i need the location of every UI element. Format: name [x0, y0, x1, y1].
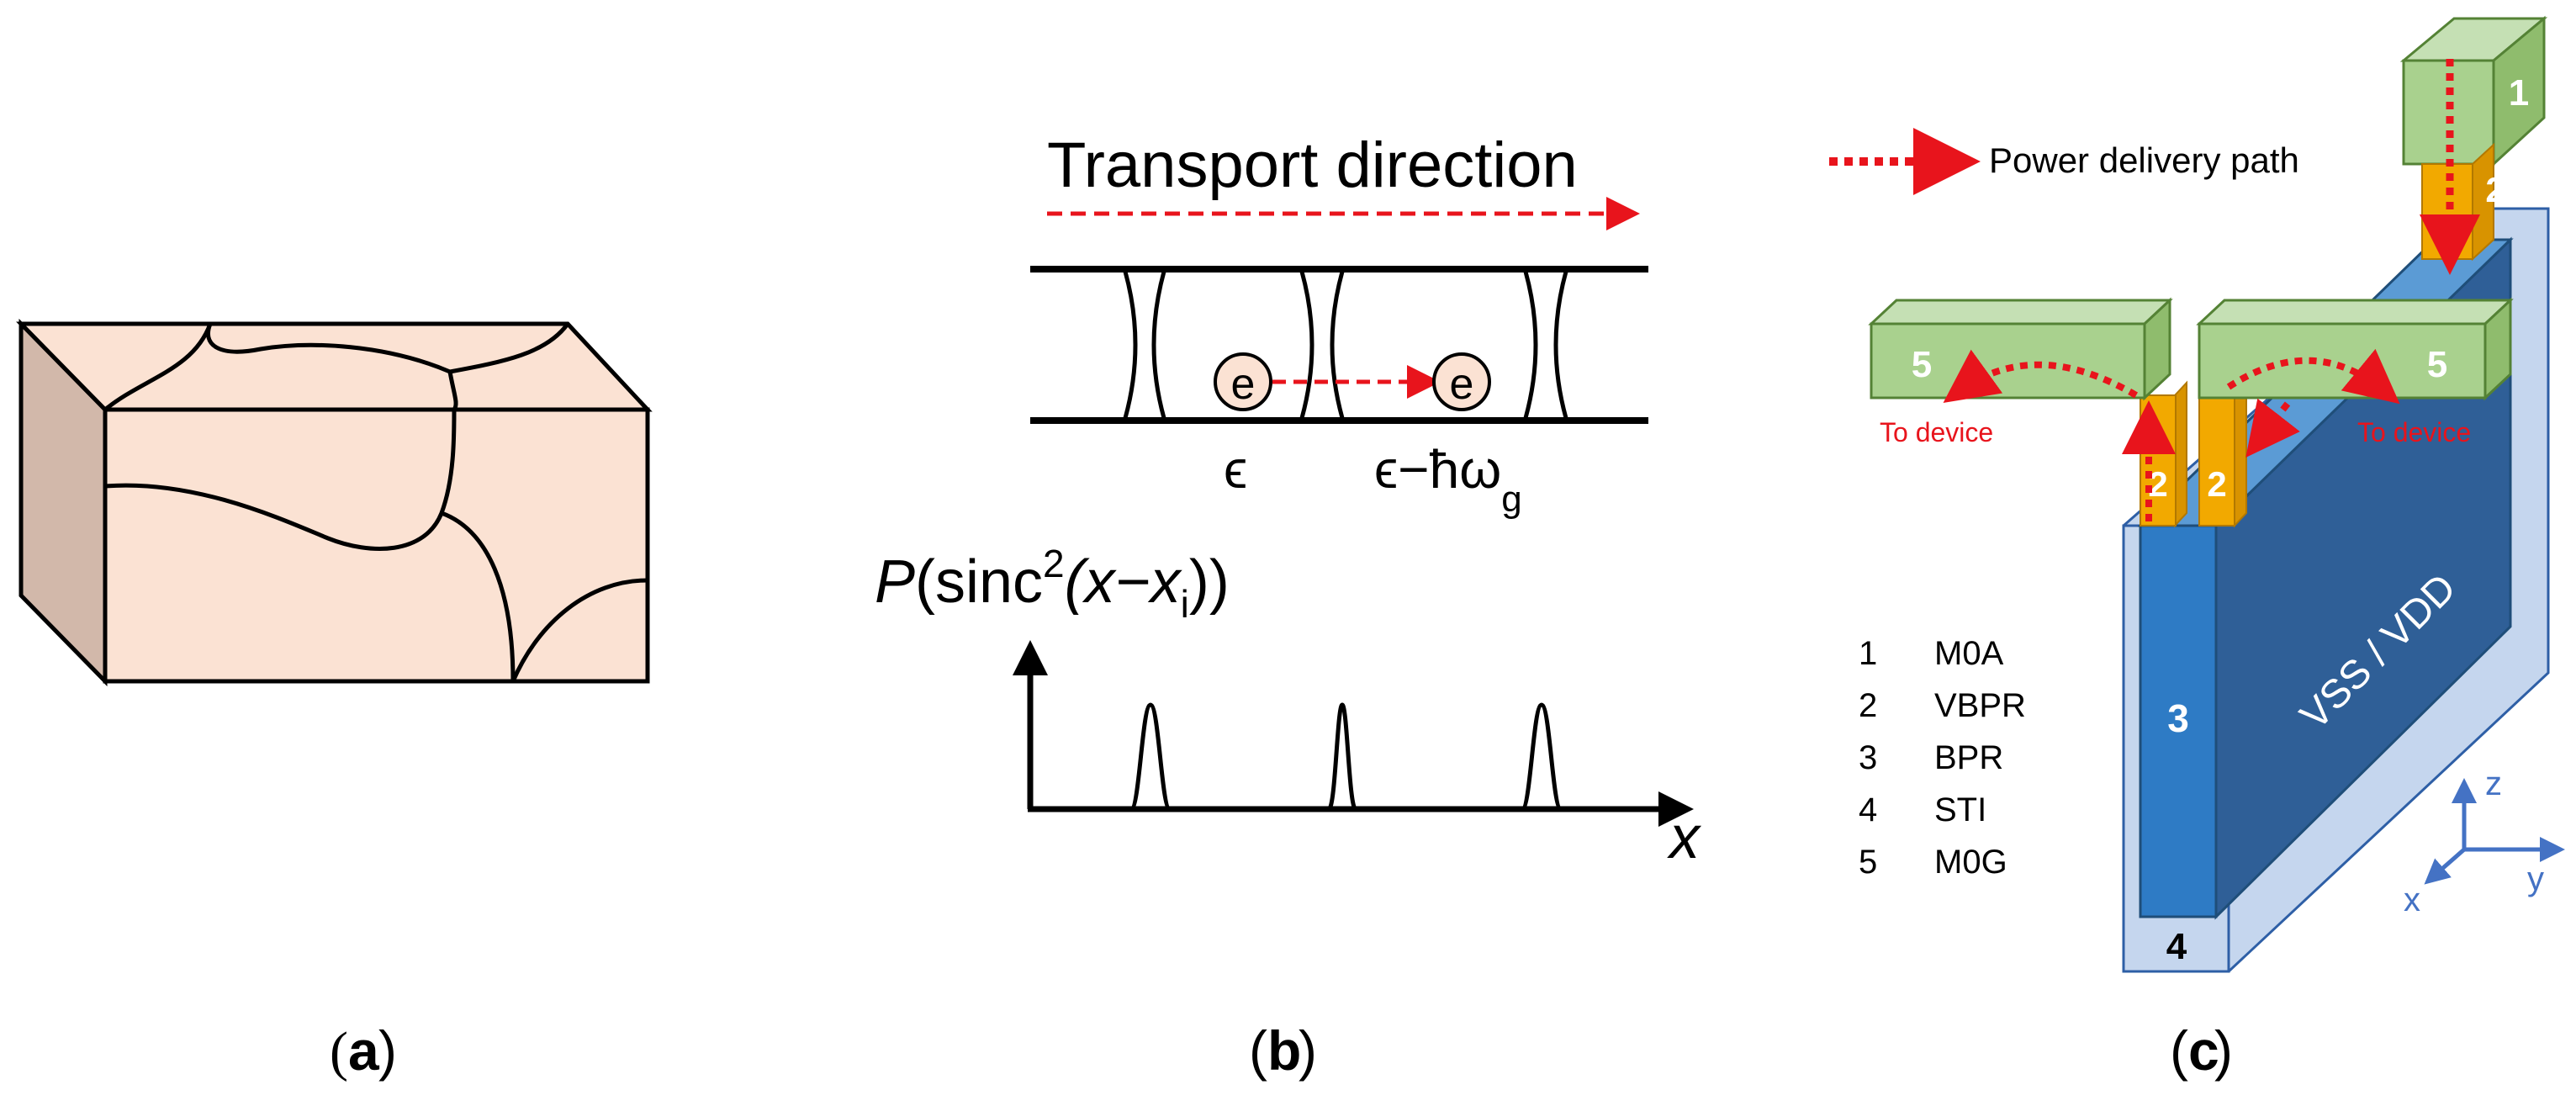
caption-b-open: ( — [1249, 1019, 1267, 1082]
layer-legend-name-2: VBPR — [1934, 687, 2026, 724]
caption-a-open: ( — [330, 1021, 348, 1082]
block-number-5-left: 5 — [1912, 344, 1932, 385]
layer-legend-num-3: 3 — [1859, 739, 1877, 776]
electron-final-symbol: e — [1450, 360, 1474, 409]
grain-boundaries — [103, 322, 648, 682]
m0g-left-front — [1870, 322, 2146, 400]
caption-b-close: ) — [1299, 1019, 1317, 1082]
transport-direction-label: Transport direction — [1047, 130, 1578, 201]
power-path-left-to-device — [1943, 349, 2139, 404]
axis-x-arrow — [2424, 848, 2466, 885]
vbpr-right-side — [2234, 380, 2247, 528]
power-path-legend-label: Power delivery path — [1989, 140, 2299, 180]
layer-legend: 1 M0A 2 VBPR 3 BPR 4 STI 5 M0G — [1859, 635, 2026, 881]
block-number-4: 4 — [2166, 926, 2187, 967]
axis-z-label: z — [2485, 765, 2502, 802]
vbpr-left-side — [2174, 380, 2187, 528]
to-device-right-label: To device — [2357, 417, 2471, 447]
panel-a: ( a ) — [16, 318, 653, 1082]
probability-axis-label: P(sinc2(x−xi)) — [875, 542, 1230, 626]
axis-y-label: y — [2527, 860, 2544, 897]
m0g-left-top — [1868, 299, 2173, 325]
electron-initial-symbol: e — [1231, 360, 1256, 409]
x-axis-label: x — [1667, 804, 1702, 871]
coordinate-axes — [2424, 778, 2565, 885]
layer-legend-name-5: M0G — [1934, 844, 2007, 881]
layer-legend-num-1: 1 — [1859, 635, 1877, 672]
layer-legend-name-4: STI — [1934, 791, 1986, 828]
vbpr-right-front — [2198, 394, 2235, 527]
to-device-left-label: To device — [1880, 417, 1993, 447]
caption-c-letter: c — [2188, 1019, 2219, 1082]
electron-final — [1432, 352, 1491, 411]
caption-a-close: ) — [378, 1019, 397, 1082]
bpr-rail-front — [2139, 524, 2218, 918]
m0g-right-top — [2196, 299, 2514, 325]
caption-c-open: ( — [2170, 1019, 2188, 1082]
layer-legend-num-2: 2 — [1859, 687, 1877, 724]
electron-initial — [1214, 352, 1272, 411]
block-number-5-right: 5 — [2427, 344, 2447, 385]
block-number-2-top: 2 — [2485, 170, 2505, 209]
probability-curve — [1030, 702, 1674, 812]
caption-b-letter: b — [1267, 1019, 1301, 1082]
energy-initial-label: ϵ — [1224, 439, 1247, 500]
axis-x-label: x — [2404, 881, 2420, 918]
panel-c: Power delivery path 3 4 VSS / VDD 1 2 2 … — [1829, 15, 2565, 1082]
layer-legend-num-5: 5 — [1859, 844, 1877, 881]
panel-b: Transport direction e e ϵ ϵ−ħωg P(sinc2(… — [875, 130, 1702, 1082]
block-number-2-left: 2 — [2148, 464, 2167, 504]
grain-box-front-face — [103, 407, 650, 684]
block-number-1: 1 — [2509, 72, 2529, 114]
power-path-right-to-device — [2226, 348, 2400, 405]
grain-barriers — [1123, 271, 1568, 419]
layer-legend-num-4: 4 — [1859, 791, 1877, 828]
energy-final-label: ϵ−ħωg — [1374, 439, 1522, 520]
caption-a-letter: a — [348, 1019, 380, 1082]
layer-legend-name-1: M0A — [1934, 635, 2004, 672]
caption-c-close: ) — [2214, 1019, 2233, 1082]
layer-legend-name-3: BPR — [1934, 739, 2003, 776]
block-number-3: 3 — [2167, 696, 2189, 740]
block-number-2-right: 2 — [2207, 464, 2226, 504]
